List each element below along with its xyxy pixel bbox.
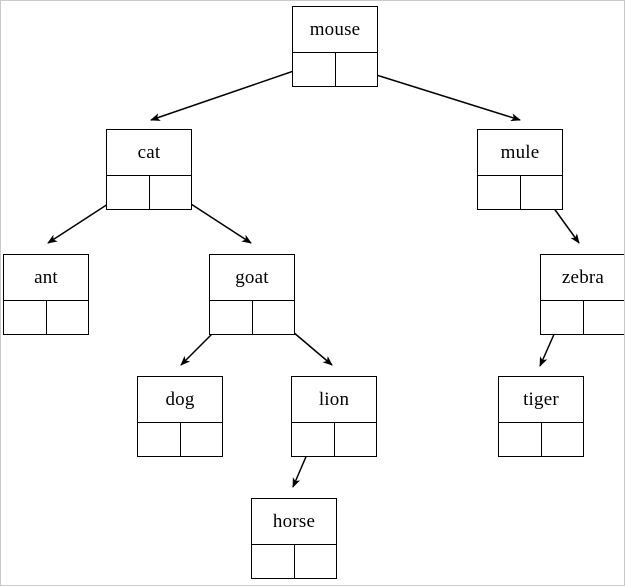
tree-node-mule[interactable]: mule (477, 129, 563, 210)
tree-node-label: mule (478, 130, 562, 176)
tree-node-label: ant (4, 255, 88, 301)
tree-node-label: zebra (541, 255, 624, 301)
edge-mouse-cat (150, 63, 315, 121)
pointer-cell-left-mouse[interactable] (293, 53, 336, 86)
pointer-cell-right-dog[interactable] (181, 423, 223, 456)
pointer-cell-left-goat[interactable] (210, 301, 253, 334)
pointer-cell-left-ant[interactable] (4, 301, 47, 334)
tree-node-pointer-row (292, 423, 376, 456)
tree-node-pointer-row (252, 545, 336, 578)
tree-node-label: lion (292, 377, 376, 423)
pointer-cell-left-horse[interactable] (252, 545, 295, 578)
tree-node-pointer-row (210, 301, 294, 334)
pointer-cell-left-dog[interactable] (138, 423, 181, 456)
pointer-cell-right-ant[interactable] (47, 301, 89, 334)
tree-node-horse[interactable]: horse (251, 498, 337, 579)
pointer-cell-right-mule[interactable] (521, 176, 563, 209)
pointer-cell-right-cat[interactable] (150, 176, 192, 209)
pointer-cell-right-goat[interactable] (253, 301, 295, 334)
pointer-cell-left-lion[interactable] (292, 423, 335, 456)
tree-node-dog[interactable]: dog (137, 376, 223, 457)
pointer-cell-right-tiger[interactable] (542, 423, 584, 456)
tree-node-goat[interactable]: goat (209, 254, 295, 335)
pointer-cell-left-tiger[interactable] (499, 423, 542, 456)
tree-node-pointer-row (293, 53, 377, 86)
tree-node-label: tiger (499, 377, 583, 423)
tree-node-zebra[interactable]: zebra (540, 254, 625, 335)
pointer-cell-left-zebra[interactable] (541, 301, 584, 334)
tree-node-tiger[interactable]: tiger (498, 376, 584, 457)
tree-node-lion[interactable]: lion (291, 376, 377, 457)
tree-node-pointer-row (499, 423, 583, 456)
tree-node-pointer-row (138, 423, 222, 456)
pointer-cell-left-mule[interactable] (478, 176, 521, 209)
tree-node-ant[interactable]: ant (3, 254, 89, 335)
pointer-cell-right-mouse[interactable] (336, 53, 378, 86)
pointer-cell-left-cat[interactable] (107, 176, 150, 209)
tree-node-label: dog (138, 377, 222, 423)
pointer-cell-right-zebra[interactable] (584, 301, 625, 334)
tree-node-label: cat (107, 130, 191, 176)
tree-node-pointer-row (107, 176, 191, 209)
tree-node-pointer-row (478, 176, 562, 209)
tree-node-pointer-row (4, 301, 88, 334)
tree-node-mouse[interactable]: mouse (292, 6, 378, 87)
pointer-cell-right-lion[interactable] (335, 423, 377, 456)
tree-node-label: horse (252, 499, 336, 545)
tree-node-label: goat (210, 255, 294, 301)
pointer-cell-right-horse[interactable] (295, 545, 337, 578)
tree-node-pointer-row (541, 301, 625, 334)
tree-node-label: mouse (293, 7, 377, 53)
tree-node-cat[interactable]: cat (106, 129, 192, 210)
edge-mouse-mule (353, 67, 521, 122)
